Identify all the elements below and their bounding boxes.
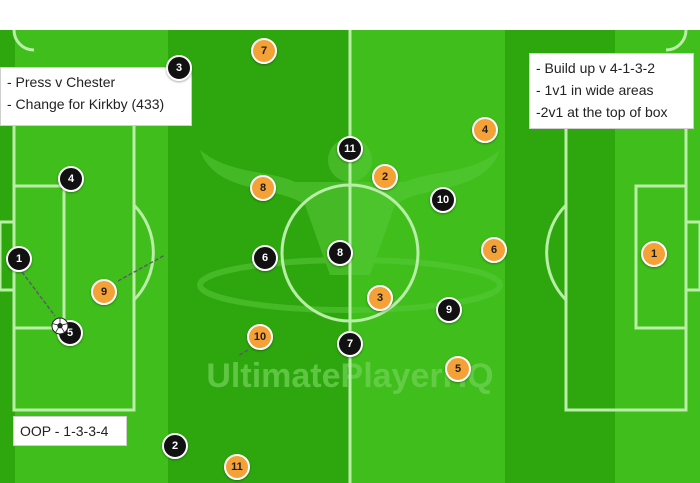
player-number: 8 [259,182,267,194]
black-player-1[interactable]: 1 [6,246,32,272]
black-player-8[interactable]: 8 [327,240,353,266]
player-number: 4 [481,124,489,136]
orange-player-6[interactable]: 6 [481,237,507,263]
player-number: 9 [100,286,108,298]
player-number: 6 [261,252,269,264]
black-player-3[interactable]: 3 [166,55,192,81]
player-number: 10 [436,194,450,206]
orange-player-1[interactable]: 1 [641,241,667,267]
build-note-line: - Build up v 4-1-3-2 [536,60,656,76]
player-number: 11 [231,461,243,473]
orange-player-11[interactable]: 11 [224,454,250,480]
orange-player-10[interactable]: 10 [247,324,273,350]
build-note-line: - 1v1 in wide areas [536,82,654,98]
black-player-10[interactable]: 10 [430,187,456,213]
player-number: 11 [344,143,356,155]
black-player-5[interactable]: 5 [57,320,83,346]
orange-player-3[interactable]: 3 [367,285,393,311]
black-player-2[interactable]: 2 [162,433,188,459]
build-note-line: -2v1 at the top of box [536,104,668,120]
player-number: 10 [253,331,267,343]
orange-player-9[interactable]: 9 [91,279,117,305]
press-note-line: - Change for Kirkby (433) [7,96,165,112]
orange-player-2[interactable]: 2 [372,164,398,190]
orange-player-7[interactable]: 7 [251,38,277,64]
left-penalty-arc [132,203,155,302]
run-arrow [117,254,166,282]
centre-circle [280,183,420,323]
black-player-6[interactable]: 6 [252,245,278,271]
top-right-corner-arc [665,29,688,52]
black-player-4[interactable]: 4 [58,166,84,192]
player-number: 7 [346,338,354,350]
player-number: 3 [376,292,384,304]
shape-note-line: OOP - 1-3-3-4 [20,423,109,439]
black-player-9[interactable]: 9 [436,297,462,323]
black-player-11[interactable]: 11 [337,136,363,162]
movement-arrows [21,254,249,357]
player-number: 9 [445,304,453,316]
orange-player-8[interactable]: 8 [250,175,276,201]
run-arrow [21,271,56,317]
run-arrow [237,349,249,357]
player-number: 1 [15,253,23,265]
player-number: 7 [260,45,268,57]
build-up-notes: - Build up v 4-1-3-2 - 1v1 in wide areas… [529,53,694,129]
player-number: 2 [171,440,179,452]
soccer-ball-icon[interactable] [51,317,69,335]
player-number: 2 [381,171,389,183]
orange-player-5[interactable]: 5 [445,356,471,382]
player-number: 3 [175,62,183,74]
player-number: 1 [650,248,658,260]
press-note-line: - Press v Chester [7,74,116,90]
black-player-7[interactable]: 7 [337,331,363,357]
right-goal [684,220,700,292]
player-number: 8 [336,247,344,259]
player-number: 6 [490,244,498,256]
top-left-corner-arc [12,29,35,52]
press-notes: - Press v Chester - Change for Kirkby (4… [0,67,192,126]
right-penalty-arc [545,203,568,302]
player-number: 4 [67,173,75,185]
player-number: 5 [454,363,462,375]
out-of-possession-shape-note: OOP - 1-3-3-4 [13,416,127,446]
player-number: 5 [66,327,74,339]
orange-player-4[interactable]: 4 [472,117,498,143]
